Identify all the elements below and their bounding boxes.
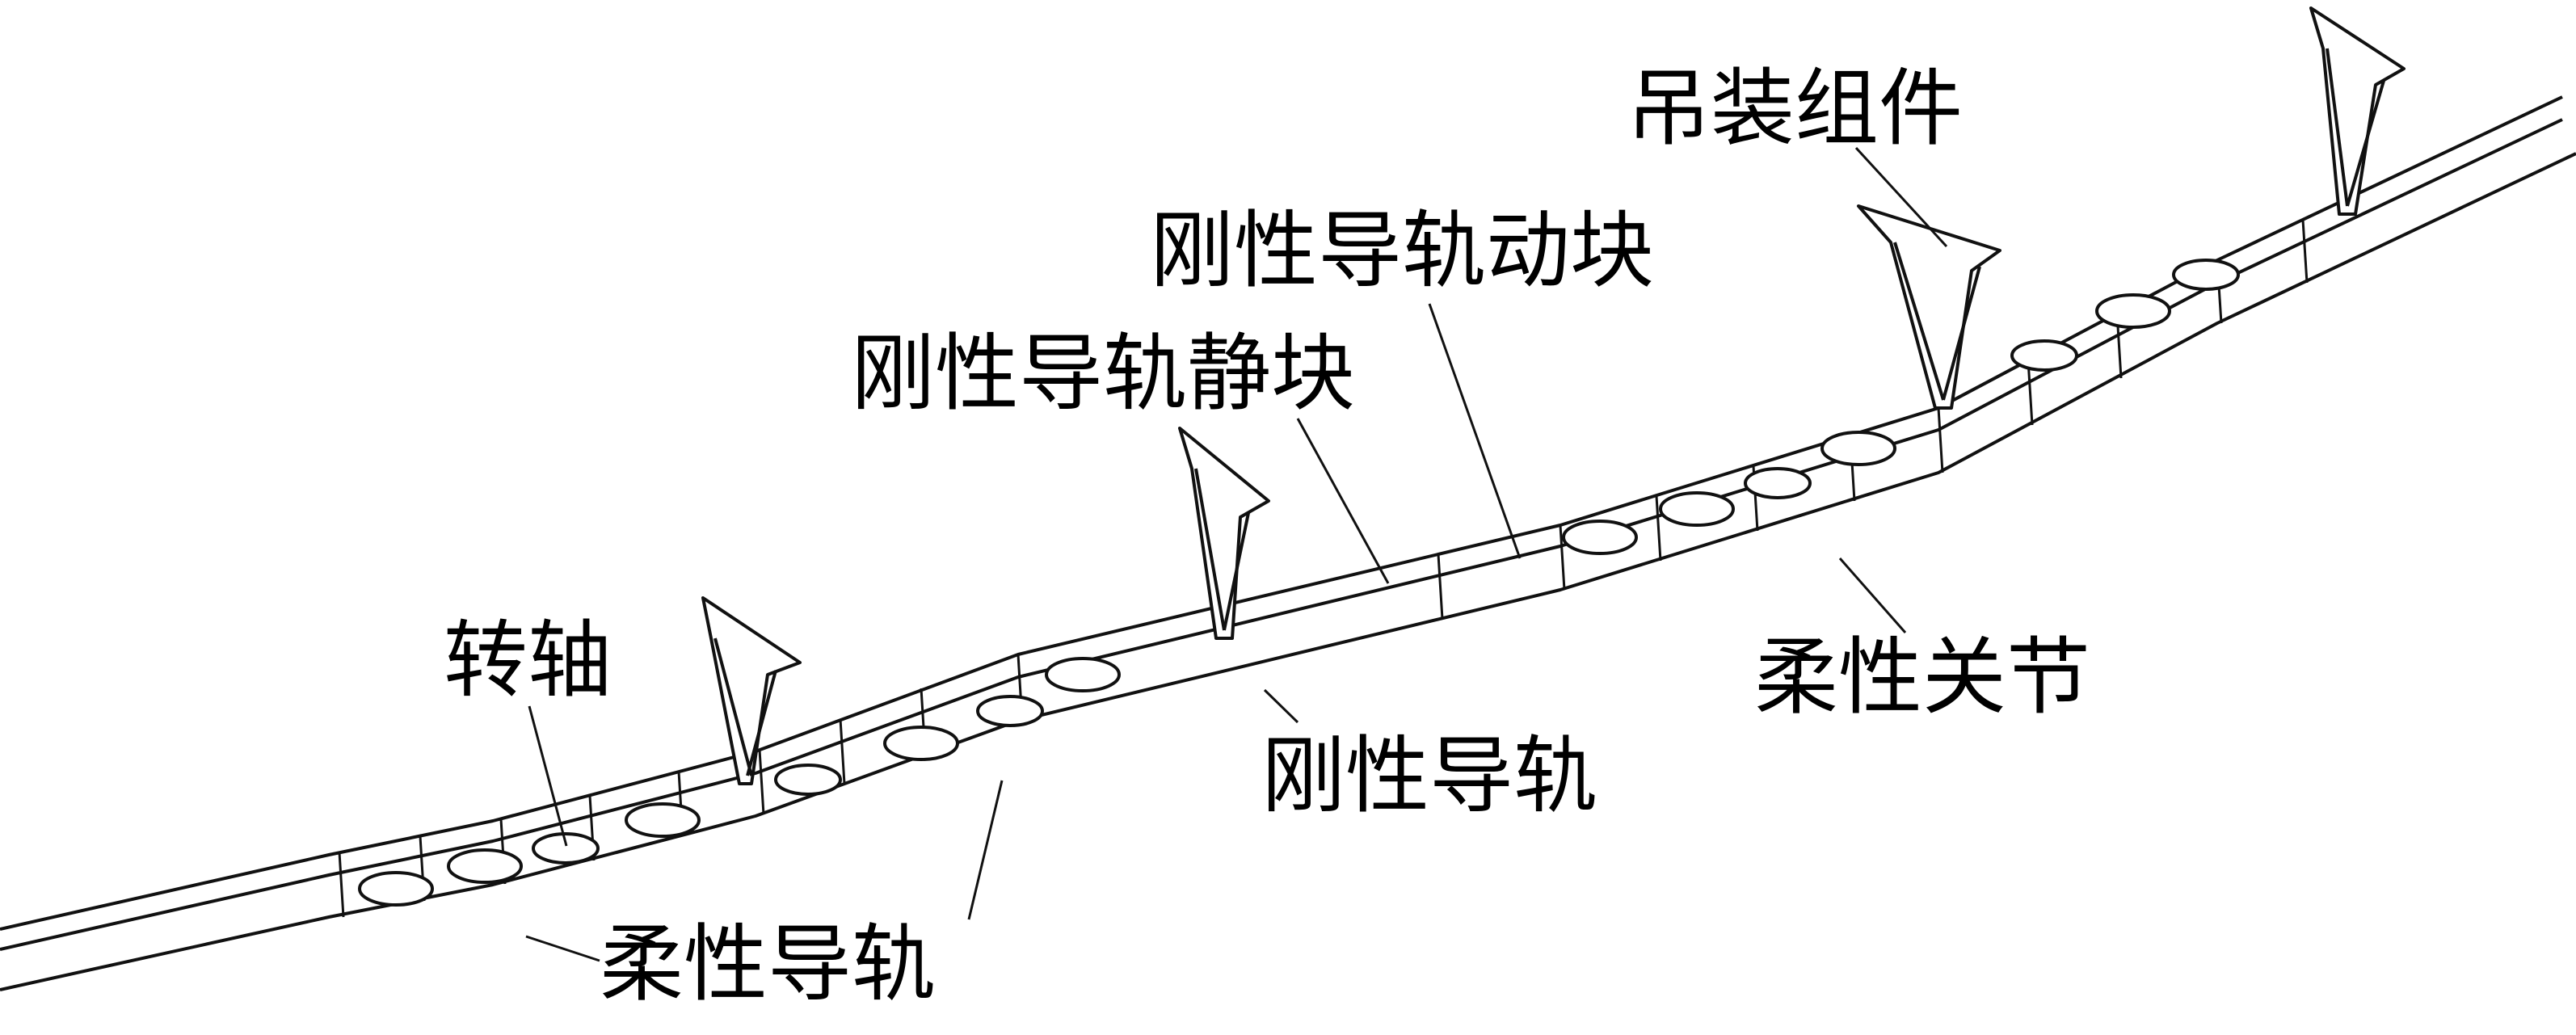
hanger-1 xyxy=(701,596,802,785)
leader-flexible-rail-a xyxy=(525,935,600,962)
label-rigid-rail: 刚性导轨 xyxy=(1261,726,1598,825)
hanger-3 xyxy=(1857,204,2001,410)
leader-hoisting-assembly xyxy=(1854,146,1948,248)
rail-segments xyxy=(338,219,2309,918)
joint-blocks xyxy=(358,259,2240,907)
leader-moving-block xyxy=(1428,303,1522,559)
leader-static-block xyxy=(1296,418,1390,584)
hanger-2 xyxy=(1178,427,1270,640)
label-flexible-rail: 柔性导轨 xyxy=(600,915,937,1013)
leader-rotating-shaft xyxy=(528,705,568,847)
leader-flexible-rail-b xyxy=(967,780,1004,920)
leader-lines xyxy=(525,146,1948,962)
label-rotating-shaft: 转轴 xyxy=(444,611,612,709)
hanger-4 xyxy=(2309,6,2406,216)
label-rigid-rail-moving-block: 刚性导轨动块 xyxy=(1150,201,1655,300)
rail-mid-edge xyxy=(0,118,2563,951)
leader-flexible-joint xyxy=(1838,557,1907,633)
leader-rigid-rail xyxy=(1263,688,1299,724)
label-flexible-joint: 柔性关节 xyxy=(1754,628,2091,726)
label-hoisting-assembly: 吊装组件 xyxy=(1627,59,1964,158)
label-rigid-rail-static-block: 刚性导轨静块 xyxy=(851,324,1356,423)
